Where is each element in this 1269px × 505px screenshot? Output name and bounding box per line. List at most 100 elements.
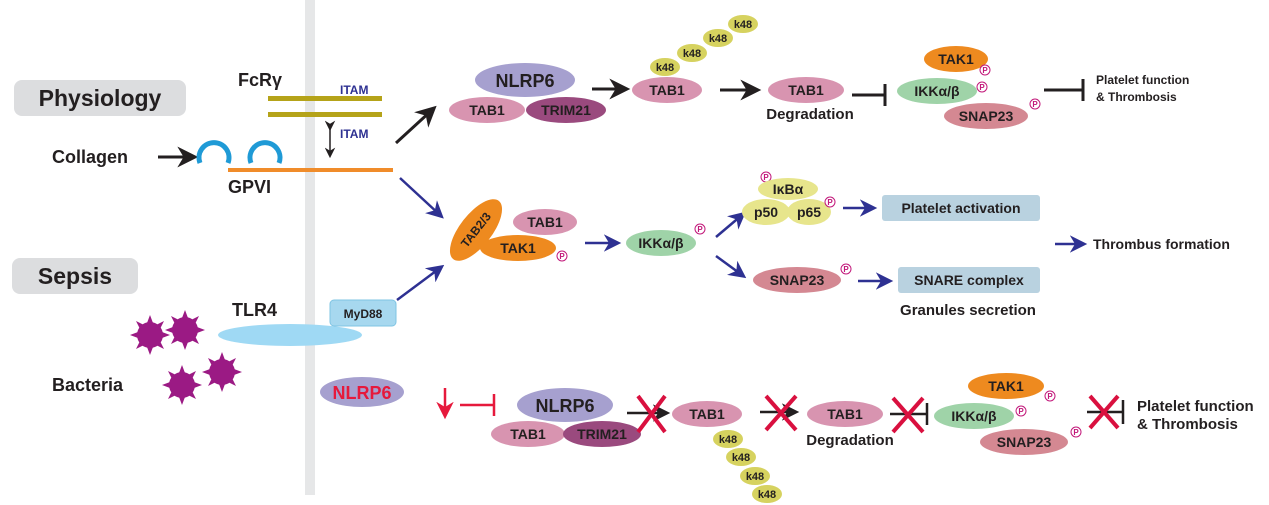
snare-complex-label: SNARE complex xyxy=(914,272,1024,288)
tab1-bottom-c-label: TAB1 xyxy=(827,406,863,422)
fcr-chain-2 xyxy=(268,112,382,117)
gpvi-to-nlrp6-arrow xyxy=(394,105,437,145)
k48-bottom-4-label: k48 xyxy=(758,489,776,501)
tlr4-label: TLR4 xyxy=(232,300,277,320)
svg-text:P: P xyxy=(979,83,985,92)
tak1-top xyxy=(924,46,988,72)
myd88-to-tab-arrow xyxy=(396,264,445,302)
svg-text:P: P xyxy=(827,198,833,207)
sepsis-label: Sepsis xyxy=(38,263,112,289)
snap23-bottom xyxy=(980,429,1068,455)
outcome-bottom-line2: & Thrombosis xyxy=(1137,416,1238,433)
collagen-hook-2 xyxy=(247,140,283,164)
snap23-middle-label: SNAP23 xyxy=(770,272,825,288)
blocked-cross-1 xyxy=(636,394,667,434)
ikk-top-label: IKKα/β xyxy=(914,83,960,99)
svg-text:P: P xyxy=(843,265,849,274)
tak1-top-label: TAK1 xyxy=(938,51,974,67)
ikk-middle xyxy=(626,230,696,256)
k48-top-3-label: k48 xyxy=(709,33,727,45)
snare-complex-box xyxy=(898,267,1040,293)
p65-label: p65 xyxy=(797,204,821,220)
tab1-middle xyxy=(513,209,577,235)
fcr-chain-1 xyxy=(268,96,382,101)
blocked-cross-2 xyxy=(764,394,798,432)
membrane-divider xyxy=(305,0,315,495)
degradation-bottom-label: Degradation xyxy=(806,432,894,449)
snap23-top-label: SNAP23 xyxy=(959,108,1014,124)
ikk-to-nfkb-arrow xyxy=(715,211,747,238)
k48-bottom-1-label: k48 xyxy=(719,434,737,446)
svg-text:P: P xyxy=(1047,392,1053,401)
tab1-bottom-label: TAB1 xyxy=(510,426,546,442)
collagen-hook-1 xyxy=(196,140,232,164)
k48-bottom-3 xyxy=(740,467,770,485)
k48-top-2 xyxy=(677,44,707,62)
platelet-activation-label: Platelet activation xyxy=(901,200,1020,216)
ikba-label: IκBα xyxy=(773,181,804,197)
physiology-badge xyxy=(14,80,186,116)
svg-text:P: P xyxy=(697,225,703,234)
bacteria-icon xyxy=(130,310,242,405)
tak1-middle xyxy=(480,235,556,261)
thrombus-formation-label: Thrombus formation xyxy=(1093,236,1230,252)
nlrp6-reduced-label: NLRP6 xyxy=(332,383,391,403)
outcome-top-line1: Platelet function xyxy=(1096,73,1189,87)
physiology-label: Physiology xyxy=(39,85,162,111)
sepsis-label-group: Sepsis xyxy=(12,258,138,294)
myd88-box xyxy=(329,299,397,327)
tlr4-receptor xyxy=(218,324,362,346)
itam-bottom-label: ITAM xyxy=(340,127,368,141)
ikba-node xyxy=(758,178,818,200)
svg-text:P: P xyxy=(763,173,769,182)
k48-top-4 xyxy=(728,15,758,33)
tab1-middle-label: TAB1 xyxy=(527,214,563,230)
trim21-bottom-label: TRIM21 xyxy=(577,426,627,442)
tab23-node xyxy=(449,199,503,261)
platelet-activation-box xyxy=(882,195,1040,221)
tak1-bottom xyxy=(968,373,1044,399)
nlrp6-top-label: NLRP6 xyxy=(495,71,554,91)
svg-text:P: P xyxy=(559,252,565,261)
nlrp6-reduced xyxy=(320,377,404,407)
nlrp6-bottom-label: NLRP6 xyxy=(535,396,594,416)
tab1-degraded-top-label: TAB1 xyxy=(788,82,824,98)
outcome-inhibit-top xyxy=(1044,79,1085,101)
itam-top-label: ITAM xyxy=(340,83,368,97)
tak1-bottom-label: TAK1 xyxy=(988,378,1024,394)
k48-bottom-1 xyxy=(713,430,743,448)
collagen-label: Collagen xyxy=(52,147,128,167)
k48-bottom-2-label: k48 xyxy=(732,452,750,464)
svg-text:P: P xyxy=(1018,407,1024,416)
ikk-bottom xyxy=(934,403,1014,429)
k48-top-1 xyxy=(650,58,680,76)
tab1-degraded-top xyxy=(768,77,844,103)
degradation-inhibit-top xyxy=(852,84,887,106)
ikk-to-snap23-arrow xyxy=(715,254,747,279)
p65-node xyxy=(787,199,831,225)
bacteria-label: Bacteria xyxy=(52,375,124,395)
outcome-bottom-line1: Platelet function xyxy=(1137,398,1254,415)
fcr-label: FcRγ xyxy=(238,70,282,90)
myd88-label: MyD88 xyxy=(344,307,383,321)
snap23-middle xyxy=(753,267,841,293)
tab1-bottom-c xyxy=(807,401,883,427)
granules-secretion-label: Granules secretion xyxy=(900,302,1036,319)
k48-bottom-2 xyxy=(726,448,756,466)
p50-node xyxy=(742,199,790,225)
degradation-top-label: Degradation xyxy=(766,106,854,123)
k48-top-3 xyxy=(703,29,733,47)
physiology-label-group: Physiology xyxy=(14,80,186,116)
outcome-top-line2: & Thrombosis xyxy=(1096,90,1177,104)
tab1-top xyxy=(449,97,525,123)
trim21-bottom xyxy=(563,421,641,447)
gpvi-to-tab-arrow xyxy=(399,177,444,219)
tab1-bottom-b xyxy=(672,401,742,427)
tab1-bottom xyxy=(491,421,565,447)
p50-label: p50 xyxy=(754,204,778,220)
svg-text:P: P xyxy=(982,66,988,75)
tak1-middle-label: TAK1 xyxy=(500,240,536,256)
trim21-top xyxy=(526,97,606,123)
tab1-ubiquitinated-top-label: TAB1 xyxy=(649,82,685,98)
